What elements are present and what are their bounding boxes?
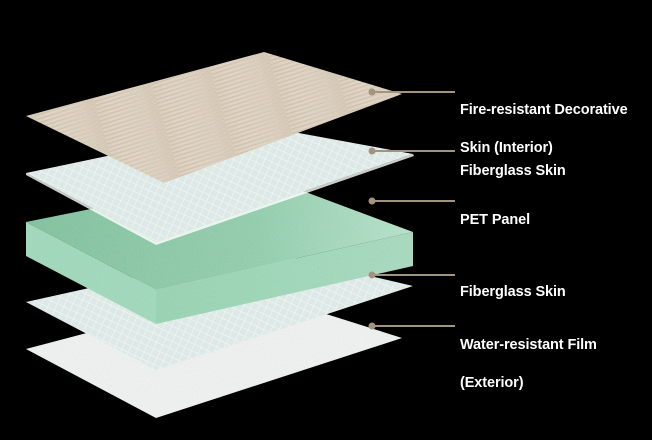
label-pet-panel: PET Panel <box>460 192 530 230</box>
label-line: Water-resistant Film <box>460 337 597 353</box>
water-resistant-film-layer <box>26 290 402 418</box>
label-water-resistant-film: Water-resistant Film (Exterior) <box>460 317 597 393</box>
label-line: PET Panel <box>460 212 531 228</box>
label-line: Fire-resistant Decorative <box>460 102 628 118</box>
decorative-skin-layer <box>26 52 402 183</box>
label-fiberglass-skin-lower: Fiberglass Skin <box>460 264 566 302</box>
label-fiberglass-skin-upper: Fiberglass Skin <box>460 143 566 181</box>
label-line: (Exterior) <box>460 375 524 391</box>
label-line: Fiberglass Skin <box>460 284 566 300</box>
label-line: Skin (Interior) <box>460 140 553 156</box>
leader-lines <box>368 88 455 330</box>
label-line: Fiberglass Skin <box>460 163 566 179</box>
label-decorative-skin: Fire-resistant Decorative Skin (Interior… <box>460 82 628 158</box>
